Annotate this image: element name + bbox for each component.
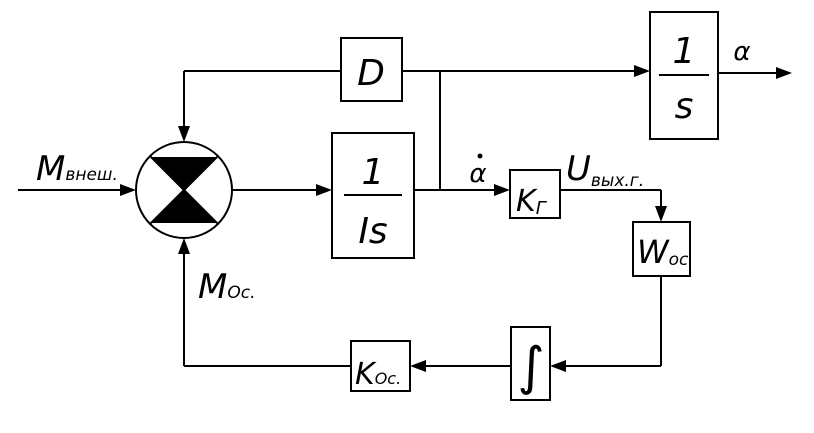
m-feedback-label: MОс.	[198, 267, 255, 307]
kg-to-woc-line	[560, 189, 667, 222]
alpha-dot-label: α	[469, 153, 487, 189]
m-external-label: Mвнеш.	[36, 149, 118, 189]
u-out-label: Uвых.г.	[566, 149, 644, 191]
koc-block: KОс.	[350, 340, 411, 392]
summing-junction	[135, 141, 233, 239]
woc-sub: ос	[669, 250, 689, 270]
inertia-numerator: 1	[362, 152, 385, 193]
alpha-dot-line	[414, 71, 510, 196]
kg-main: K	[516, 184, 538, 219]
kg-sub: Г	[536, 198, 548, 219]
d-block: D	[340, 37, 403, 102]
alpha-label: α	[733, 37, 750, 67]
svg-text:α: α	[469, 159, 486, 189]
integrator-denominator: s	[675, 86, 694, 127]
output-line	[718, 67, 792, 79]
inertia-block: 1 Is	[331, 132, 415, 259]
kg-block: KГ	[509, 169, 561, 219]
svg-text:KГ: KГ	[516, 184, 548, 219]
integrator-numerator: 1	[673, 31, 696, 72]
integral-block: ∫	[510, 326, 551, 401]
svg-text:D: D	[357, 53, 385, 94]
woc-block: Wос	[632, 221, 691, 277]
woc-main: W	[637, 233, 670, 271]
integral-to-koc-line	[410, 360, 511, 372]
damping-line	[178, 70, 440, 142]
koc-main: K	[355, 357, 377, 392]
sum-to-inertia-line	[232, 184, 332, 196]
svg-text:Wос: Wос	[637, 233, 689, 271]
woc-to-integral-line	[550, 276, 662, 372]
koc-sub: Ос.	[375, 369, 401, 388]
svg-text:KОс.: KОс.	[355, 357, 401, 392]
feedback-line	[178, 238, 351, 367]
to-integrator-line	[440, 65, 650, 77]
inertia-denominator: Is	[358, 211, 387, 252]
input-signal-line	[18, 184, 136, 196]
svg-text:∫: ∫	[517, 337, 544, 397]
output-integrator-block: 1 s	[649, 11, 719, 140]
